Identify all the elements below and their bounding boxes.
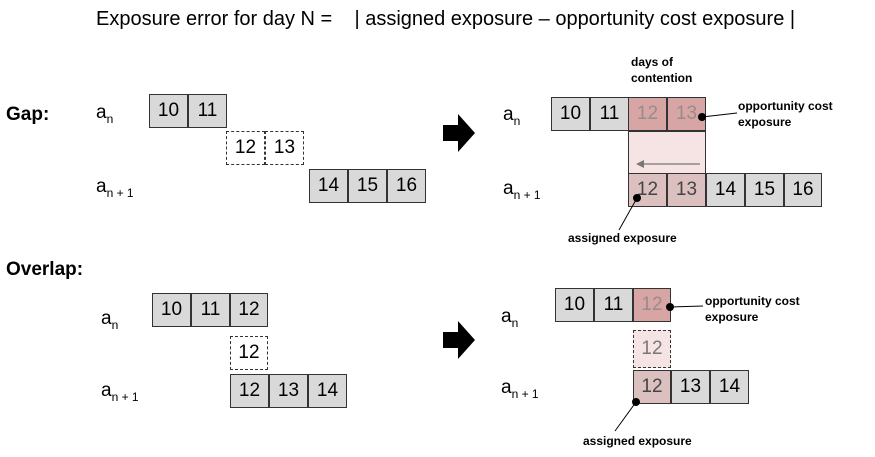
overlap-section-label: Overlap: [6, 259, 84, 280]
gap-opportunity-leader [701, 112, 738, 118]
overlap-left-cell-n: 12 [230, 293, 268, 327]
overlap-right-cell-n1: 13 [671, 370, 710, 404]
gap-right-cell-n1: 14 [706, 173, 745, 207]
overlap-right-cell-n: 10 [555, 288, 594, 322]
days-of-contention-label: days of contention [631, 55, 693, 85]
gap-right-cell-n1: 16 [784, 173, 822, 207]
gap-assigned-exposure-label: assigned exposure [568, 231, 677, 245]
overlap-left-cell-n: 11 [191, 293, 230, 327]
overlap-left-cell-n1: 12 [230, 374, 269, 408]
overlap-left-a-n1-label: an + 1 [101, 380, 139, 404]
overlap-opportunity-leader [669, 305, 704, 308]
gap-left-cell-missing: 13 [265, 131, 304, 165]
overlap-right-cell-contention-n1: 12 [633, 370, 671, 404]
gap-left-a-n-label: an [96, 102, 114, 126]
overlap-left-cell-n: 10 [152, 293, 191, 327]
gap-left-cell-n1: 16 [387, 169, 426, 203]
gap-section-label: Gap: [6, 104, 50, 125]
overlap-left-a-n-label: an [101, 308, 119, 332]
gap-right-a-n-label: an [503, 104, 521, 128]
overlap-right-cell-contention-n: 12 [633, 288, 671, 322]
gap-shift-arrowhead-icon [636, 160, 644, 168]
overlap-right-a-n-label: an [501, 306, 519, 330]
overlap-right-cell-n1: 14 [710, 370, 749, 404]
gap-assigned-leader [618, 197, 638, 231]
overlap-assigned-leader [614, 401, 637, 432]
overlap-assigned-exposure-label: assigned exposure [583, 434, 692, 448]
overlap-right-cell-n: 11 [594, 288, 633, 322]
gap-right-cell-n: 10 [551, 97, 590, 131]
gap-right-cell-contention-n: 12 [628, 97, 667, 131]
gap-right-cell-contention-n1: 13 [667, 173, 706, 207]
gap-right-a-n1-label: an + 1 [503, 178, 541, 202]
overlap-left-cell-duplicate: 12 [230, 336, 268, 370]
gap-left-cell-n1: 14 [309, 169, 348, 203]
gap-transform-arrow-icon [443, 114, 475, 152]
gap-left-a-n1-label: an + 1 [96, 176, 134, 200]
gap-left-cell-missing: 12 [226, 131, 265, 165]
gap-right-cell-contention-n1: 12 [628, 173, 667, 207]
formula-title: Exposure error for day N = | assigned ex… [96, 8, 796, 30]
gap-left-cell-n1: 15 [348, 169, 387, 203]
overlap-left-cell-n1: 14 [308, 374, 347, 408]
overlap-right-cell-contention-mid: 12 [633, 330, 671, 368]
overlap-opportunity-cost-label: opportunity cost exposure [705, 294, 800, 324]
overlap-right-a-n1-label: an + 1 [501, 377, 539, 401]
gap-right-cell-n: 11 [590, 97, 629, 131]
overlap-left-cell-n1: 13 [269, 374, 308, 408]
gap-right-cell-n1: 15 [745, 173, 784, 207]
gap-left-cell-n: 10 [149, 94, 188, 128]
overlap-transform-arrow-icon [443, 321, 475, 359]
gap-left-cell-n: 11 [188, 94, 227, 128]
gap-opportunity-cost-label: opportunity cost exposure [738, 99, 833, 129]
